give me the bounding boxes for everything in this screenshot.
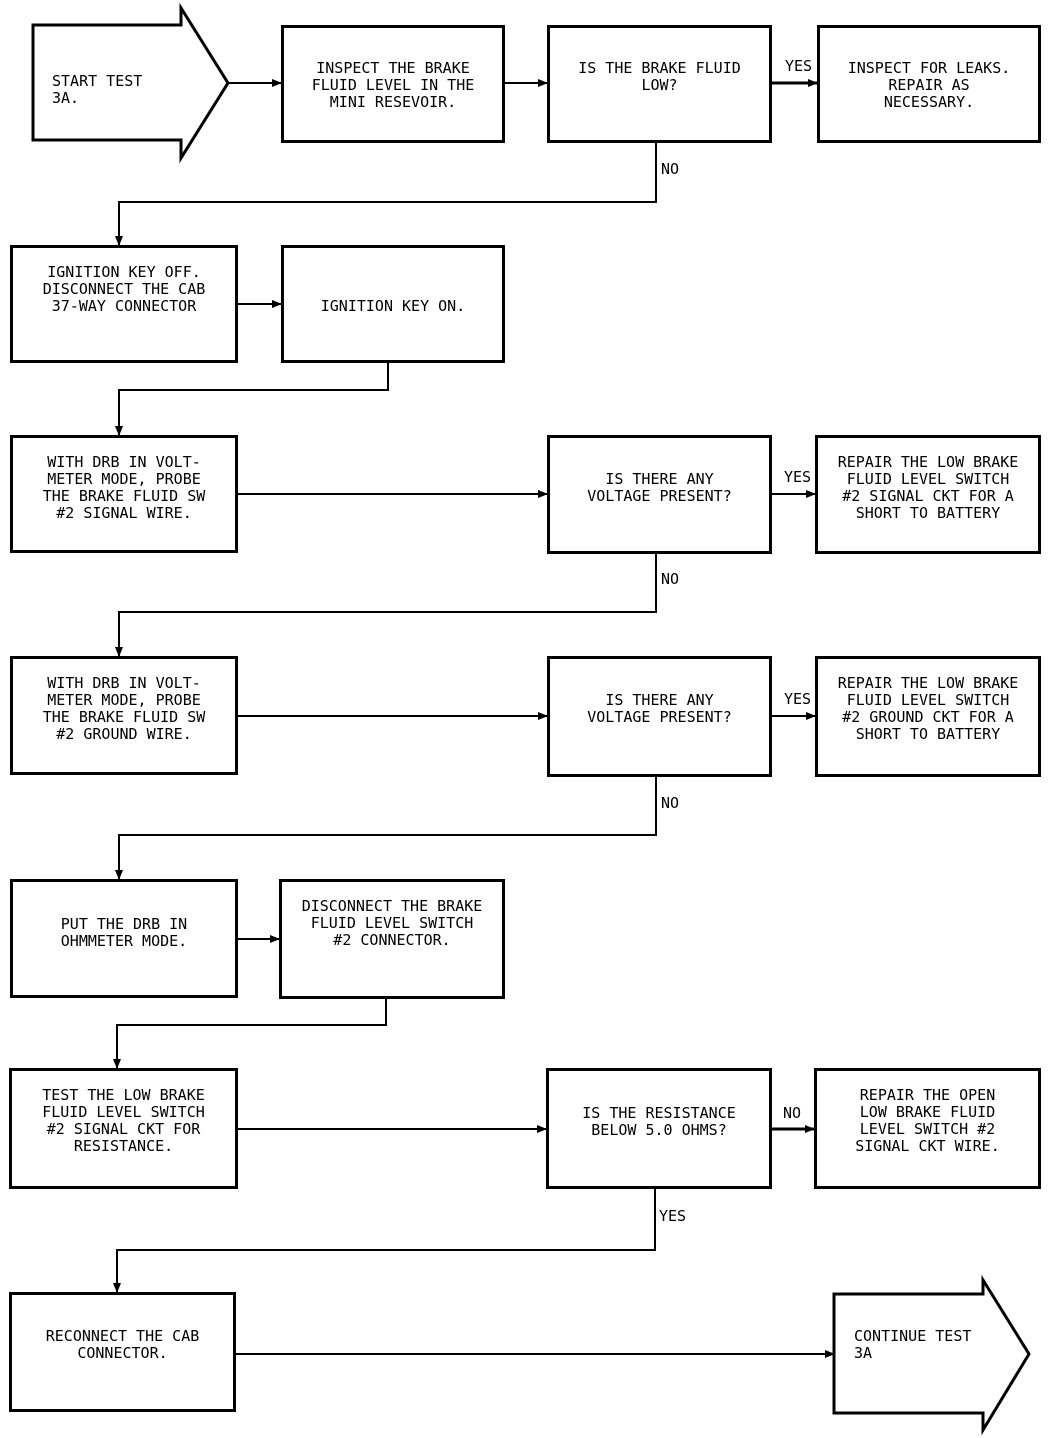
decision-fluid-low-text: IS THE BRAKE FLUID LOW? — [578, 59, 741, 94]
step-reconnect-cab: RECONNECT THE CAB CONNECTOR. — [9, 1292, 236, 1412]
end-arrow-shape — [832, 1274, 1031, 1436]
step-repair-open: REPAIR THE OPEN LOW BRAKE FLUID LEVEL SW… — [814, 1068, 1041, 1189]
start-label: START TEST 3A. — [52, 72, 143, 107]
connector-yes-res — [113, 1189, 656, 1293]
step-probe-ground-wire-text: WITH DRB IN VOLT- METER MODE, PROBE THE … — [42, 674, 206, 743]
step-ohmmeter-mode-text: PUT THE DRB IN OHMMETER MODE. — [60, 915, 188, 950]
step-repair-signal-short: REPAIR THE LOW BRAKE FLUID LEVEL SWITCH … — [815, 435, 1041, 554]
step-disconnect-switch: DISCONNECT THE BRAKE FLUID LEVEL SWITCH … — [279, 879, 505, 999]
step-inspect-leaks: INSPECT FOR LEAKS. REPAIR AS NECESSARY. — [817, 25, 1041, 143]
step-ignition-off-text: IGNITION KEY OFF. DISCONNECT THE CAB 37-… — [42, 263, 206, 315]
step-inspect-fluid-level-text: INSPECT THE BRAKE FLUID LEVEL IN THE MIN… — [311, 59, 475, 111]
step-ignition-on: IGNITION KEY ON. — [281, 245, 505, 363]
step-inspect-leaks-text: INSPECT FOR LEAKS. REPAIR AS NECESSARY. — [847, 59, 1011, 111]
label-no-v2: NO — [661, 794, 680, 812]
label-no-low: NO — [661, 160, 680, 178]
decision-voltage-1: IS THERE ANY VOLTAGE PRESENT? — [547, 435, 772, 554]
step-probe-signal-wire-text: WITH DRB IN VOLT- METER MODE, PROBE THE … — [42, 453, 206, 522]
connector-on-to-probe — [115, 363, 389, 436]
decision-fluid-low: IS THE BRAKE FLUID LOW? — [547, 25, 772, 143]
decision-voltage-2: IS THERE ANY VOLTAGE PRESENT? — [547, 656, 772, 777]
label-yes-v2: YES — [784, 690, 812, 708]
label-yes-leaks: YES — [785, 57, 813, 75]
connector-no-v1 — [115, 554, 657, 657]
decision-voltage-1-text: IS THERE ANY VOLTAGE PRESENT? — [587, 470, 732, 505]
step-ignition-off: IGNITION KEY OFF. DISCONNECT THE CAB 37-… — [10, 245, 238, 363]
step-repair-ground-short-text: REPAIR THE LOW BRAKE FLUID LEVEL SWITCH … — [837, 674, 1019, 743]
connector-no-v2 — [115, 777, 657, 880]
step-ignition-on-text: IGNITION KEY ON. — [320, 297, 466, 315]
label-yes-res: YES — [659, 1207, 687, 1225]
decision-resistance-text: IS THE RESISTANCE BELOW 5.0 OHMS? — [582, 1104, 736, 1139]
start-arrow-shape — [31, 2, 230, 164]
step-repair-open-text: REPAIR THE OPEN LOW BRAKE FLUID LEVEL SW… — [855, 1086, 1000, 1155]
step-probe-ground-wire: WITH DRB IN VOLT- METER MODE, PROBE THE … — [10, 656, 238, 775]
step-reconnect-cab-text: RECONNECT THE CAB CONNECTOR. — [45, 1327, 200, 1362]
step-ohmmeter-mode: PUT THE DRB IN OHMMETER MODE. — [10, 879, 238, 998]
step-test-resistance: TEST THE LOW BRAKE FLUID LEVEL SWITCH #2… — [9, 1068, 238, 1189]
label-no-v1: NO — [661, 570, 680, 588]
step-probe-signal-wire: WITH DRB IN VOLT- METER MODE, PROBE THE … — [10, 435, 238, 553]
label-no-res: NO — [783, 1104, 802, 1122]
connector-disconnect-to-test — [113, 999, 387, 1069]
label-yes-v1: YES — [784, 468, 812, 486]
decision-voltage-2-text: IS THERE ANY VOLTAGE PRESENT? — [587, 691, 732, 726]
end-label: CONTINUE TEST 3A — [854, 1327, 972, 1362]
step-inspect-fluid-level: INSPECT THE BRAKE FLUID LEVEL IN THE MIN… — [281, 25, 505, 143]
step-test-resistance-text: TEST THE LOW BRAKE FLUID LEVEL SWITCH #2… — [42, 1086, 205, 1155]
step-repair-signal-short-text: REPAIR THE LOW BRAKE FLUID LEVEL SWITCH … — [837, 453, 1019, 522]
decision-resistance: IS THE RESISTANCE BELOW 5.0 OHMS? — [546, 1068, 772, 1189]
step-disconnect-switch-text: DISCONNECT THE BRAKE FLUID LEVEL SWITCH … — [301, 897, 483, 949]
step-repair-ground-short: REPAIR THE LOW BRAKE FLUID LEVEL SWITCH … — [815, 656, 1041, 777]
connector-no-low — [115, 143, 657, 246]
